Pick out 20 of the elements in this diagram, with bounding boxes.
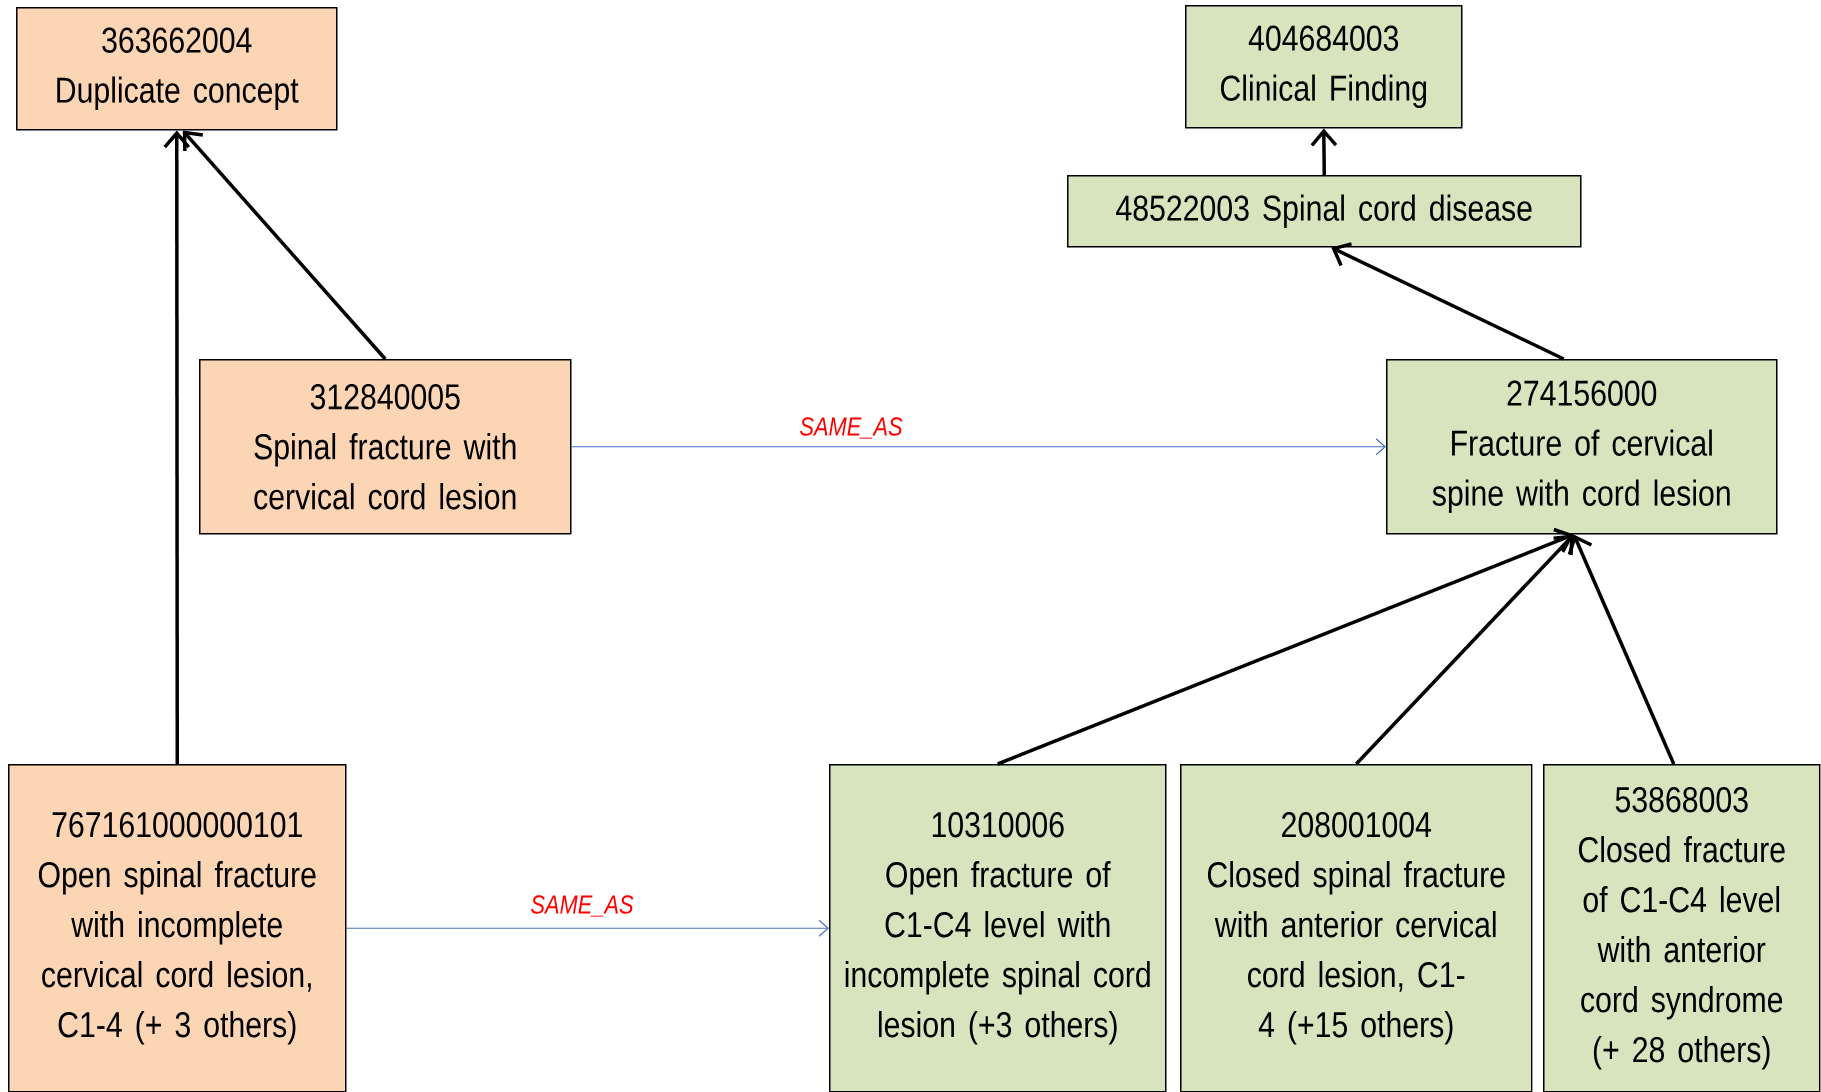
arrow — [1310, 128, 1338, 175]
arrow — [163, 130, 191, 764]
concept-box: 363662004 Duplicate concept — [16, 7, 338, 131]
arrow — [345, 919, 829, 937]
arrow — [182, 130, 387, 361]
edge-label: SAME_AS — [529, 894, 635, 918]
concept-box: 404684003 Clinical Finding — [1185, 5, 1463, 129]
concept-box: 53868003 Closed fracture of C1-C4 level with anterior cord syndrome (+ 28 others) — [1543, 764, 1821, 1092]
concept-box: 274156000 Fracture of cervical spine with cord lesion — [1386, 359, 1778, 535]
arrow — [997, 527, 1574, 766]
concept-box: 767161000000101 Open spinal fracture with incomplete cervical cord lesion, C1-4 (+ 3 others) — [8, 764, 347, 1092]
concept-box: 312840005 Spinal fracture with cervical cord lesion — [199, 359, 572, 535]
edge-label: SAME_AS — [798, 416, 904, 440]
arrow — [1331, 242, 1565, 361]
concept-box: 48522003 Spinal cord disease — [1067, 175, 1582, 248]
arrow — [1567, 534, 1676, 765]
arrow — [1355, 534, 1574, 766]
concept-box: 208001004 Closed spinal fracture with anterior cervical cord lesion, C1-4 (+15 others) — [1180, 764, 1533, 1092]
arrow — [570, 438, 1386, 456]
concept-box: 10310006 Open fracture of C1-C4 level with incomplete spinal cord lesion (+3 others) — [829, 764, 1167, 1092]
